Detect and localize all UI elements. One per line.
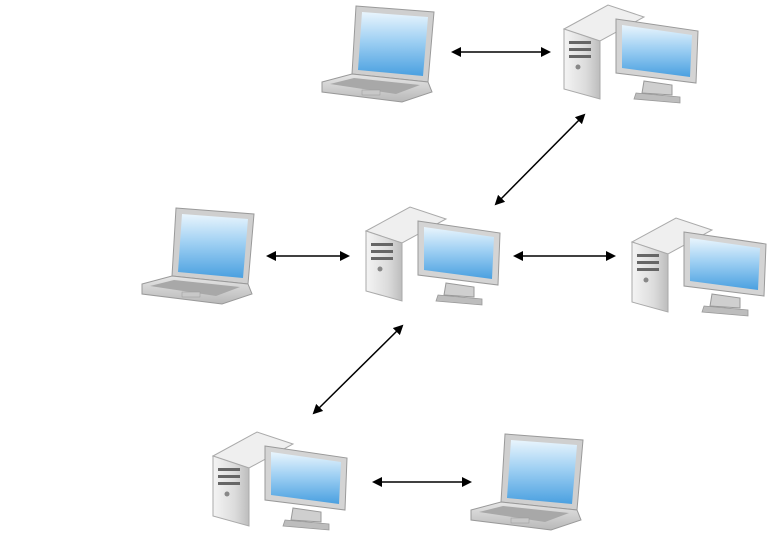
laptop-icon [470,433,584,531]
connection-arrow [494,113,586,206]
laptop-icon [321,5,435,103]
desktop-computer-icon [211,431,348,531]
laptop-icon [141,207,255,305]
desktop-computer-icon [364,206,501,306]
desktop-computer-icon [630,217,767,317]
desktop-computer-icon [562,4,699,104]
connection-arrow [312,324,404,415]
connections [266,47,616,487]
